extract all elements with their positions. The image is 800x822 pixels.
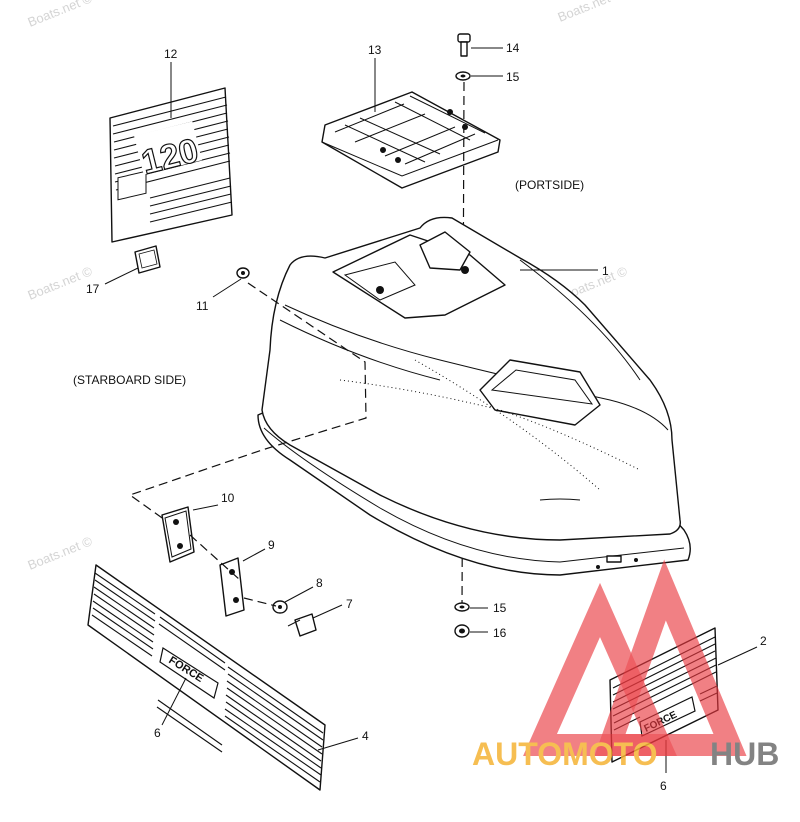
decal-12: 120: [109, 87, 233, 243]
hidden-line: [414, 359, 601, 491]
part-11-nut: [236, 267, 250, 279]
part-15-washer-bottom: [454, 602, 470, 612]
watermark: Boats.net ©: [26, 0, 95, 30]
watermark: Boats.net ©: [26, 263, 95, 303]
callout-numbers: 12 13 14 15 1 11 17 10 9 8 7 15 16 2 4 6…: [86, 41, 767, 793]
callout-6-left: 6: [154, 726, 161, 740]
watermark: Boats.net ©: [26, 533, 95, 573]
callout-9: 9: [268, 538, 275, 552]
part-1-engine-cowl: [257, 216, 691, 576]
callout-14: 14: [506, 41, 520, 55]
callout-1: 1: [602, 264, 609, 278]
portside-label: (PORTSIDE): [515, 178, 584, 192]
leader-line-bracket: [128, 282, 367, 521]
part-16-nut: [454, 624, 470, 638]
callout-2: 2: [760, 634, 767, 648]
starboard-side-label: (STARBOARD SIDE): [73, 373, 186, 387]
callout-8: 8: [316, 576, 323, 590]
leader-line: [189, 534, 241, 581]
callout-16: 16: [493, 626, 507, 640]
callout-13: 13: [368, 43, 382, 57]
part-15-washer-top: [455, 71, 471, 81]
leader-line: [243, 597, 277, 607]
callout-6-right: 6: [660, 779, 667, 793]
callout-leaders: [104, 47, 758, 773]
callout-15-bottom: 15: [493, 601, 507, 615]
decal-12-number-bg: [134, 121, 202, 175]
watermark: Boats.net ©: [556, 0, 625, 25]
logo-triangle-right: [594, 559, 747, 756]
part-8-washer: [272, 600, 288, 614]
part-7-bolt: [287, 613, 317, 637]
part-9-bracket: [219, 557, 245, 617]
decal-12-blank-panel: [117, 170, 147, 201]
logo-text-automoto: AUTOMOTO: [472, 736, 657, 772]
callout-11: 11: [196, 299, 209, 313]
callout-12: 12: [164, 47, 178, 61]
callout-17: 17: [86, 282, 100, 296]
part-17-clip: [134, 245, 161, 274]
decal-4-side: FORCE: [87, 564, 326, 791]
callout-7: 7: [346, 597, 353, 611]
callout-10: 10: [221, 491, 235, 505]
part-10-bracket: [161, 506, 195, 563]
automotohub-logo: AUTOMOTO HUB: [472, 559, 779, 772]
callout-15-top: 15: [506, 70, 520, 84]
logo-text-hub: HUB: [710, 736, 779, 772]
decal-4-stripes: [91, 572, 324, 783]
part-14-screw: [457, 33, 471, 57]
callout-4: 4: [362, 729, 369, 743]
part-13-top-plate: [321, 91, 501, 189]
